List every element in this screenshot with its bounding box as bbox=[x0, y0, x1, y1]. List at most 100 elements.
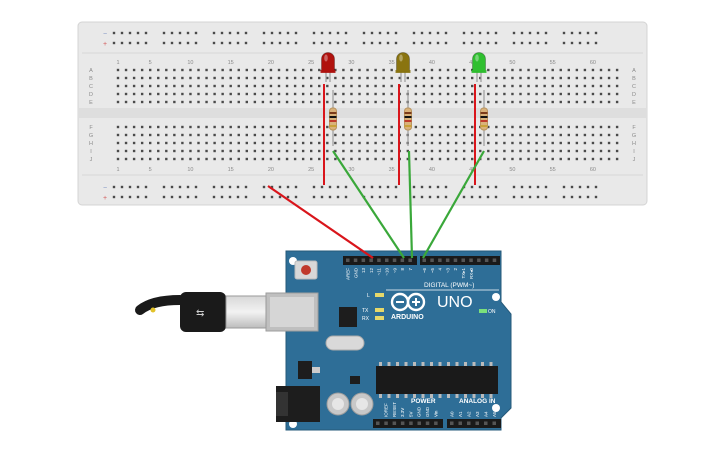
terminal-hole bbox=[414, 100, 418, 104]
terminal-hole bbox=[293, 76, 297, 80]
terminal-hole bbox=[140, 84, 144, 88]
terminal-hole bbox=[189, 92, 192, 96]
power-label: POWER bbox=[411, 398, 436, 405]
rail-hole bbox=[478, 41, 482, 45]
rail-hole bbox=[186, 195, 190, 199]
header-pins bbox=[346, 258, 497, 425]
chip-pin bbox=[472, 362, 476, 366]
rail-hole bbox=[278, 41, 282, 45]
terminal-hole bbox=[527, 84, 530, 88]
terminal-hole bbox=[181, 133, 184, 137]
terminal-hole bbox=[559, 76, 562, 80]
terminal-hole bbox=[422, 92, 426, 96]
terminal-hole bbox=[189, 125, 192, 129]
terminal-hole bbox=[173, 149, 176, 153]
terminal-hole bbox=[124, 68, 128, 72]
terminal-hole bbox=[358, 84, 361, 88]
rail-hole bbox=[562, 31, 566, 35]
terminal-hole bbox=[157, 133, 160, 137]
terminal-hole bbox=[165, 68, 168, 72]
terminal-hole bbox=[261, 141, 265, 145]
digital-pin-label: 12 bbox=[369, 268, 374, 274]
power-pin-label: Vin bbox=[433, 410, 438, 417]
column-number-bottom: 60 bbox=[590, 167, 596, 173]
rail-hole bbox=[262, 185, 266, 189]
terminal-hole bbox=[205, 76, 208, 80]
dc-jack-tip bbox=[276, 392, 288, 416]
power-pin-label: IOREF bbox=[384, 403, 389, 417]
logo-circle-right bbox=[406, 292, 426, 312]
header-pin bbox=[369, 258, 373, 262]
terminal-hole bbox=[301, 92, 305, 96]
rail-hole bbox=[262, 31, 266, 35]
rail-hole bbox=[320, 41, 324, 45]
rail-hole bbox=[312, 41, 316, 45]
terminal-hole bbox=[438, 84, 442, 88]
usb-symbol-icon: ⇆ bbox=[196, 308, 204, 319]
terminal-hole bbox=[559, 100, 562, 104]
terminal-hole bbox=[567, 157, 570, 161]
column-number-bottom: 15 bbox=[228, 167, 234, 173]
row-letter-left: B bbox=[89, 76, 93, 82]
terminal-hole bbox=[430, 141, 434, 145]
terminal-hole bbox=[285, 149, 289, 153]
rail-hole bbox=[370, 31, 374, 35]
terminal-hole bbox=[205, 149, 208, 153]
terminal-hole bbox=[503, 76, 506, 80]
digital-pin-label: GND bbox=[353, 267, 358, 278]
terminal-hole bbox=[519, 141, 522, 145]
terminal-hole bbox=[535, 84, 538, 88]
header-pin bbox=[484, 421, 488, 425]
terminal-hole bbox=[277, 92, 281, 96]
terminal-hole bbox=[293, 68, 297, 72]
rail-hole bbox=[328, 31, 332, 35]
terminal-hole bbox=[519, 100, 522, 104]
terminal-hole bbox=[527, 133, 530, 137]
terminal-hole bbox=[607, 100, 611, 104]
terminal-hole bbox=[599, 141, 603, 145]
terminal-hole bbox=[293, 141, 297, 145]
terminal-hole bbox=[310, 100, 313, 104]
terminal-hole bbox=[132, 100, 136, 104]
terminal-hole bbox=[237, 157, 240, 161]
terminal-hole bbox=[277, 149, 281, 153]
column-number-bottom: 35 bbox=[389, 167, 395, 173]
rail-hole bbox=[194, 195, 198, 199]
terminal-hole bbox=[495, 133, 498, 137]
terminal-hole bbox=[189, 100, 192, 104]
terminal-hole bbox=[374, 68, 377, 72]
terminal-hole bbox=[229, 133, 232, 137]
row-letter-right: E bbox=[632, 100, 636, 106]
terminal-hole bbox=[140, 76, 144, 80]
rail-hole bbox=[586, 195, 590, 199]
rail-hole bbox=[178, 31, 182, 35]
rail-hole bbox=[436, 41, 440, 45]
chip-pin bbox=[447, 362, 450, 366]
mount-hole bbox=[492, 404, 500, 412]
resistor-band bbox=[480, 116, 488, 118]
terminal-hole bbox=[414, 141, 418, 145]
terminal-hole bbox=[422, 141, 426, 145]
terminal-hole bbox=[575, 157, 579, 161]
terminal-hole bbox=[567, 149, 570, 153]
rail-hole bbox=[262, 195, 266, 199]
terminal-hole bbox=[511, 125, 514, 129]
terminal-hole bbox=[301, 149, 305, 153]
header-pin bbox=[453, 258, 458, 262]
resistor-band bbox=[404, 120, 412, 122]
terminal-hole bbox=[503, 84, 506, 88]
terminal-hole bbox=[205, 92, 208, 96]
terminal-hole bbox=[479, 141, 482, 145]
rail-hole bbox=[562, 41, 566, 45]
terminal-hole bbox=[503, 157, 506, 161]
terminal-hole bbox=[189, 84, 192, 88]
terminal-hole bbox=[591, 100, 595, 104]
rail-hole bbox=[212, 195, 216, 199]
breadboard-labels: 1155101015152020252530303535404045455050… bbox=[89, 31, 636, 202]
terminal-hole bbox=[189, 141, 192, 145]
rail-hole bbox=[220, 195, 224, 199]
terminal-hole bbox=[229, 149, 232, 153]
rail-hole bbox=[170, 195, 174, 199]
rail-hole bbox=[312, 185, 316, 189]
